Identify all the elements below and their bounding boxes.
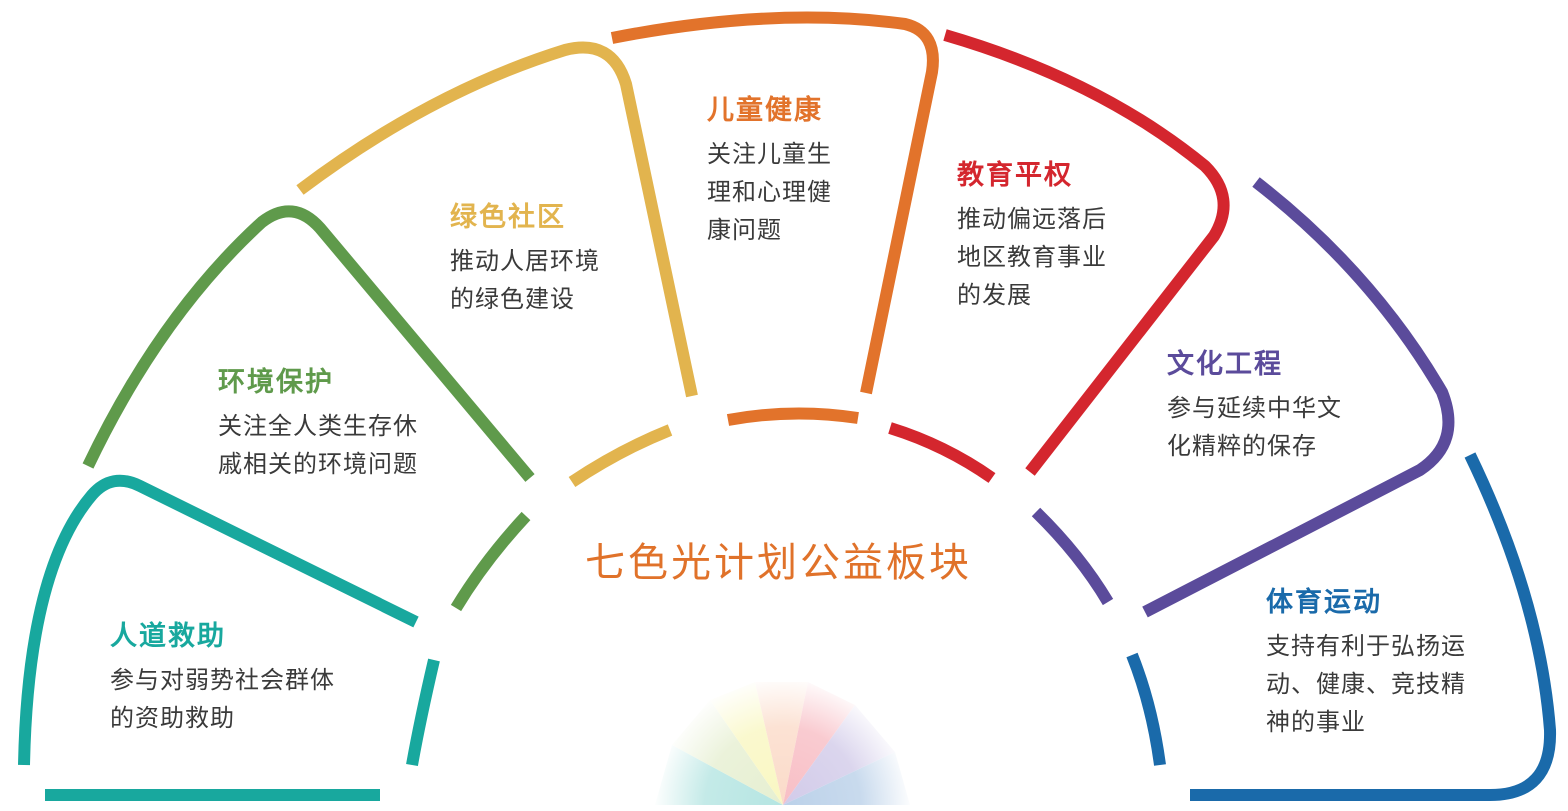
- section-line: 神的事业: [1266, 708, 1366, 736]
- section-line: 的资助救助: [110, 704, 235, 732]
- section-line: 参与对弱势社会群体: [110, 666, 335, 694]
- section-heading: 体育运动: [1266, 587, 1382, 618]
- section-heading: 教育平权: [957, 160, 1073, 191]
- section-line: 参与延续中华文: [1167, 394, 1342, 422]
- section-heading: 人道救助: [110, 621, 226, 652]
- section-line: 康问题: [707, 216, 782, 244]
- section-environment: 环境保护 关注全人类生存休 戚相关的环境问题: [218, 360, 418, 483]
- section-sports: 体育运动 支持有利于弘扬运 动、健康、竞技精 神的事业: [1266, 580, 1466, 741]
- section-line: 关注全人类生存休: [218, 412, 418, 440]
- arc-orange: [610, 11, 939, 426]
- section-heading: 文化工程: [1167, 349, 1283, 380]
- section-heading: 绿色社区: [450, 202, 566, 233]
- section-heading: 环境保护: [218, 367, 334, 398]
- section-line: 推动偏远落后: [957, 205, 1107, 233]
- section-line: 推动人居环境: [450, 247, 600, 275]
- arc-purple: [1031, 177, 1455, 618]
- section-line: 地区教育事业: [957, 243, 1107, 271]
- section-line: 戚相关的环境问题: [218, 450, 418, 478]
- diagram-title: 七色光计划公益板块: [585, 540, 972, 586]
- section-humanitarian-aid: 人道救助 参与对弱势社会群体 的资助救助: [110, 614, 335, 737]
- section-line: 支持有利于弘扬运: [1266, 632, 1466, 660]
- section-green-community: 绿色社区 推动人居环境 的绿色建设: [450, 195, 600, 318]
- section-line: 理和心理健: [707, 178, 832, 206]
- arc-yellow: [296, 41, 698, 487]
- section-heading: 儿童健康: [707, 95, 823, 126]
- arc-red: [888, 29, 1230, 483]
- arc-green: [82, 205, 535, 612]
- section-line: 的发展: [957, 281, 1032, 309]
- section-line: 化精粹的保存: [1167, 432, 1317, 460]
- section-child-health: 儿童健康 关注儿童生 理和心理健 康问题: [707, 88, 832, 249]
- section-line: 动、健康、竞技精: [1266, 670, 1466, 698]
- arc-blue: [1126, 452, 1557, 801]
- section-line: 关注儿童生: [707, 140, 832, 168]
- section-line: 的绿色建设: [450, 285, 575, 313]
- arc-teal: [18, 474, 440, 801]
- section-culture-project: 文化工程 参与延续中华文 化精粹的保存: [1167, 342, 1342, 465]
- section-education-equity: 教育平权 推动偏远落后 地区教育事业 的发展: [957, 153, 1107, 314]
